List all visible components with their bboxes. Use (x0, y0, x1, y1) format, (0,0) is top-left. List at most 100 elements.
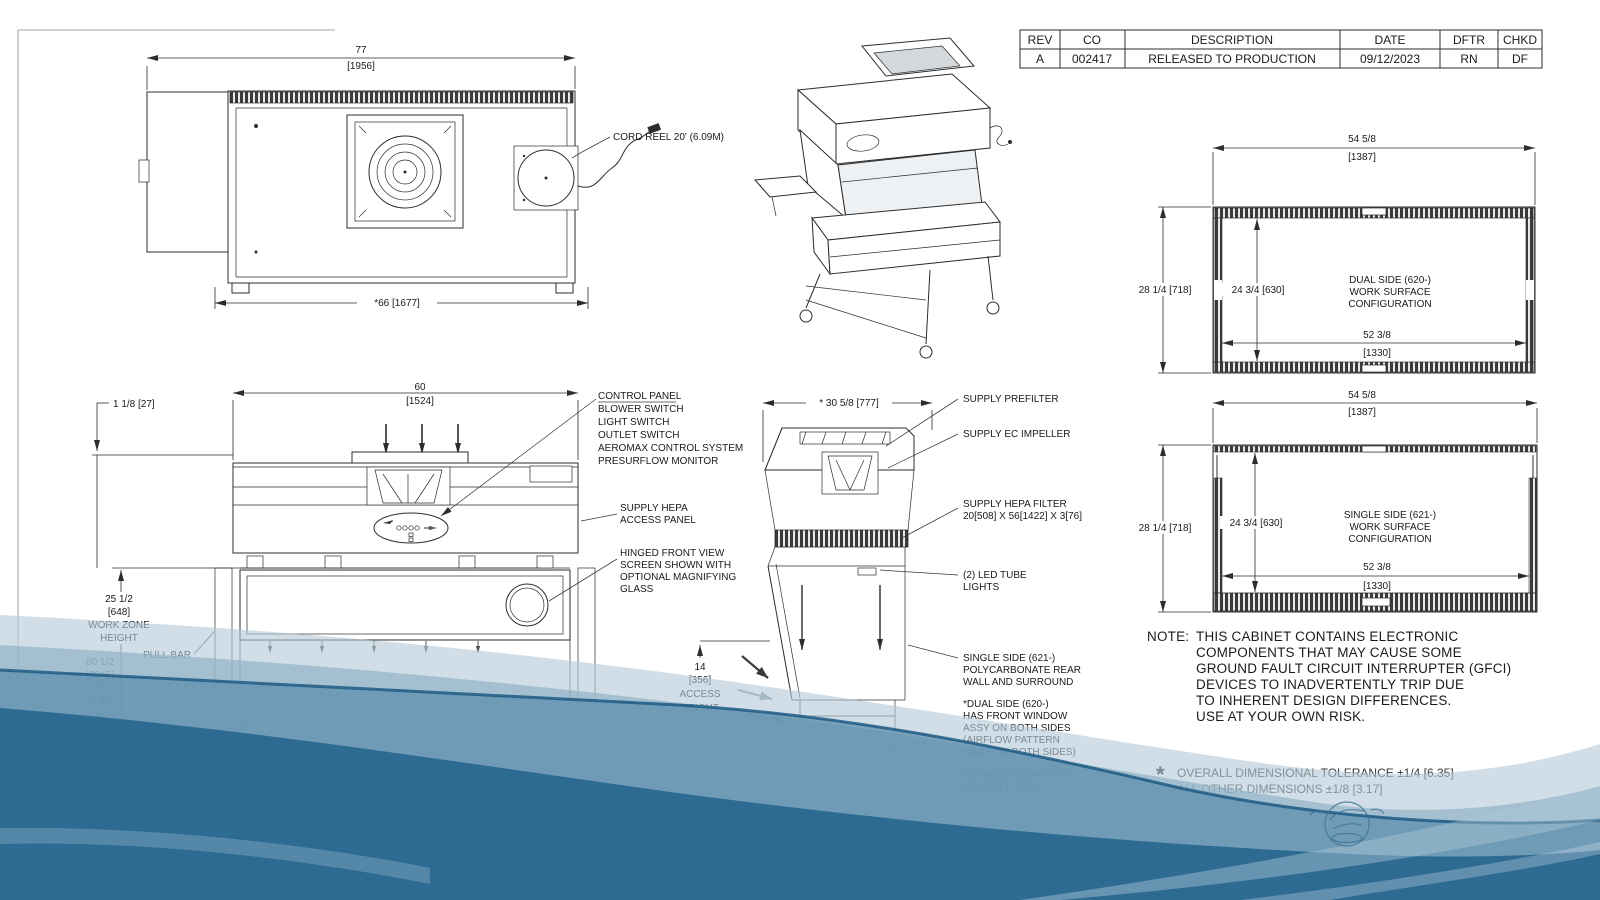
note-prefix: NOTE: (1147, 629, 1189, 644)
control-panel-line5: AEROMAX CONTROL SYSTEM (598, 443, 743, 454)
isometric-view (753, 37, 1012, 359)
caster (919, 345, 933, 359)
single-label-line3: CONFIGURATION (1348, 534, 1431, 545)
latch-clips (246, 555, 554, 569)
front-window-slope (767, 565, 793, 701)
single-dim-top: 54 5/8 [1387] (1212, 388, 1538, 443)
single-dim-inner-h: 52 3/8 [1330] (1222, 558, 1529, 592)
rear-panel (146, 91, 229, 253)
single-side-line1: SINGLE SIDE (621-) (963, 653, 1055, 664)
rev-value: A (1036, 52, 1044, 66)
note-line4: DEVICES TO INADVERTENTLY TRIP DUE (1196, 677, 1464, 692)
single-dim-left: 28 1/4 [718] (1128, 444, 1211, 613)
dual-dim-top: 54 5/8 [1387] (1212, 132, 1536, 205)
dftr-value: RN (1460, 52, 1477, 66)
dim-60-mm: [1524] (406, 396, 434, 407)
control-panel-line4: OUTLET SWITCH (598, 430, 679, 441)
brand-oval (846, 134, 880, 152)
led-line2: LIGHTS (963, 582, 999, 593)
power-cord (577, 129, 653, 188)
iso-power-cord (989, 125, 1009, 146)
single-side-line2: POLYCARBONATE REAR (963, 665, 1081, 676)
single-dim-inner-h-mm: [1330] (1363, 581, 1391, 592)
control-panel-line3: LIGHT SWITCH (598, 417, 669, 428)
single-label-line1: SINGLE SIDE (621-) (1344, 510, 1436, 521)
control-panel-oval (373, 512, 449, 544)
note-line5: TO INHERENT DESIGN DIFFERENCES. (1196, 693, 1451, 708)
revision-table: REV CO DESCRIPTION DATE DFTR CHKD A 0024… (1019, 29, 1543, 69)
control-panel-line2: BLOWER SWITCH (598, 404, 684, 415)
dim-77-mm: [1956] (347, 61, 375, 72)
co-header: CO (1083, 33, 1101, 47)
caster (799, 309, 813, 323)
dual-label-line1: DUAL SIDE (620-) (1349, 275, 1431, 286)
caster (986, 301, 1000, 315)
prefilter-area (799, 431, 891, 445)
chkd-header: CHKD (1503, 33, 1537, 47)
wave-dark (0, 708, 1600, 900)
dim-depth: * 30 5/8 [777] (762, 396, 933, 462)
wave-overlay (0, 615, 1600, 900)
dim-1-1-8: 1 1/8 [27] (92, 399, 233, 456)
dftr-header: DFTR (1453, 33, 1485, 47)
hinged-screen-line3: OPTIONAL MAGNIFYING (620, 572, 737, 583)
single-dim-top-in: 54 5/8 (1348, 390, 1376, 401)
impeller-label: SUPPLY EC IMPELLER (963, 429, 1070, 440)
description-header: DESCRIPTION (1191, 33, 1273, 47)
dual-work-surface-view: 54 5/8 [1387] 28 1/4 [718] 24 3/4 [630] … (1128, 132, 1536, 374)
supply-hepa-line1: SUPPLY HEPA (620, 503, 688, 514)
note-line1: THIS CABINET CONTAINS ELECTRONIC (1196, 629, 1458, 644)
dual-label-line3: CONFIGURATION (1348, 299, 1431, 310)
ec-impeller (821, 451, 879, 495)
work-zone-line1: 25 1/2 (105, 594, 133, 605)
single-dim-left-label: 28 1/4 [718] (1139, 523, 1192, 534)
stand-legs (799, 255, 1000, 359)
single-label-line2: WORK SURFACE (1349, 522, 1430, 533)
impeller-rings (368, 135, 442, 209)
single-side-line3: WALL AND SURROUND (963, 677, 1073, 688)
dual-dim-inner-h: 52 3/8 [1330] (1222, 326, 1526, 359)
dual-side-line1: *DUAL SIDE (620-) (963, 699, 1049, 710)
dim-depth-label: * 30 5/8 [777] (819, 398, 879, 409)
dim-66-label: *66 [1677] (374, 298, 420, 309)
control-panel-line6: PRESURFLOW MONITOR (598, 456, 718, 467)
supply-impeller-stack (366, 466, 451, 506)
date-value: 09/12/2023 (1360, 52, 1420, 66)
note-line2: COMPONENTS THAT MAY CAUSE SOME (1196, 645, 1462, 660)
cord-reel-label: CORD REEL 20' (6.09M) (613, 132, 724, 143)
hepa-filter-line2: 20[508] X 56[1422] X 3[76] (963, 511, 1082, 522)
access-line1: 14 (694, 662, 706, 673)
hepa-filter-line1: SUPPLY HEPA FILTER (963, 499, 1067, 510)
hinged-screen-line4: GLASS (620, 584, 654, 595)
dim-77: 77 [1956] (146, 44, 576, 90)
side-tray (753, 175, 818, 198)
dim-60: 60 [1524] (232, 381, 579, 460)
top-plan-view: 77 [1956] *66 [1677] CORD REEL 20' (6.09… (138, 44, 724, 309)
hinged-screen-callout: HINGED FRONT VIEW SCREEN SHOWN WITH OPTI… (548, 548, 737, 602)
supply-hepa-line2: ACCESS PANEL (620, 515, 696, 526)
dual-label-line2: WORK SURFACE (1349, 287, 1430, 298)
supply-hepa-filter-band (774, 529, 909, 548)
supply-hepa-access-callout: SUPPLY HEPA ACCESS PANEL (580, 503, 696, 526)
co-value: 002417 (1072, 52, 1112, 66)
single-work-surface-view: 54 5/8 [1387] 28 1/4 [718] 24 3/4 [630] … (1128, 388, 1538, 613)
dual-dim-inner-h-mm: [1330] (1363, 348, 1391, 359)
led-tube (857, 567, 877, 576)
impeller-window (346, 114, 464, 229)
description-value: RELEASED TO PRODUCTION (1148, 52, 1316, 66)
dual-dim-top-in: 54 5/8 (1348, 134, 1376, 145)
hinged-screen-line1: HINGED FRONT VIEW (620, 548, 725, 559)
front-elevation-view: 60 [1524] 1 1/8 [27] 25 1/2 [648] WORK Z… (86, 381, 743, 745)
dual-dim-inner-h-in: 52 3/8 (1363, 330, 1391, 341)
dim-66: *66 [1677] (214, 287, 589, 309)
chkd-value: DF (1512, 52, 1528, 66)
dual-dim-inner-v-label: 24 3/4 [630] (1232, 285, 1285, 296)
prefilter-label: SUPPLY PREFILTER (963, 394, 1059, 405)
wave-highlight-right (1020, 786, 1600, 900)
dim-60-in: 60 (414, 382, 426, 393)
single-dim-inner-h-in: 52 3/8 (1363, 562, 1391, 573)
single-dim-top-mm: [1387] (1348, 407, 1376, 418)
single-dim-inner-v: 24 3/4 [630] (1220, 453, 1292, 592)
